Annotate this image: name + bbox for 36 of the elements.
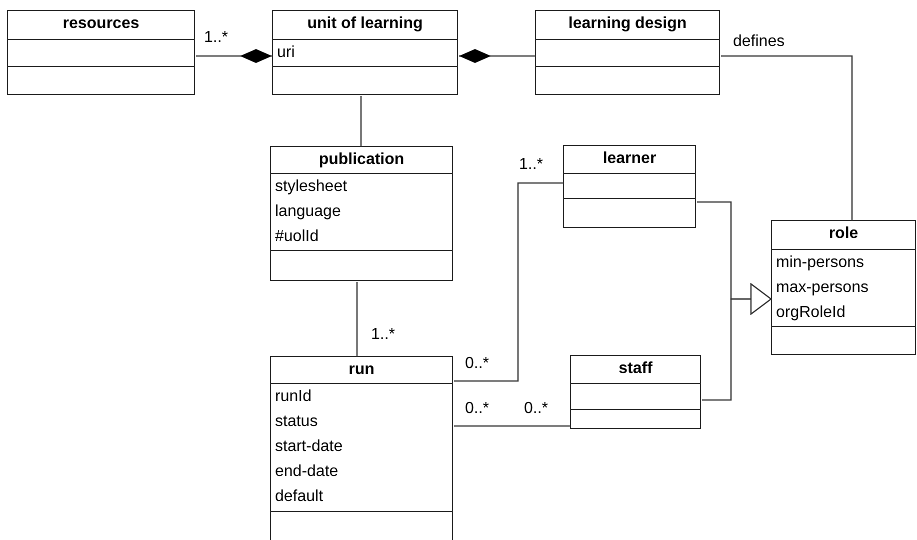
attribute-text: max-persons <box>776 278 868 298</box>
class-name: learning design <box>568 14 687 34</box>
composition-line <box>196 49 272 63</box>
class-box <box>270 356 453 540</box>
attribute-text: uri <box>277 43 295 63</box>
attribute-text: runId <box>275 387 312 407</box>
attribute-text: start-date <box>275 437 343 457</box>
generalization-arrow <box>702 283 772 401</box>
attribute-text: stylesheet <box>275 177 348 197</box>
attribute-text: #uolId <box>275 227 319 247</box>
class-box <box>270 146 453 281</box>
attribute-text: status <box>275 412 318 432</box>
class-name: learner <box>602 149 656 169</box>
association-line <box>356 282 358 356</box>
association-line <box>454 182 563 382</box>
class-name: resources <box>62 14 140 34</box>
attribute-text: default <box>275 487 324 507</box>
class-box <box>570 355 701 429</box>
association-line <box>721 55 853 220</box>
class-name: staff <box>618 359 652 379</box>
association-line <box>360 96 362 146</box>
class-name: run <box>348 360 374 380</box>
class-box <box>272 10 458 95</box>
class-name: publication <box>318 150 404 170</box>
class-box <box>563 145 696 228</box>
attribute-text: orgRoleId <box>776 303 846 323</box>
class-box <box>7 10 195 95</box>
attribute-text: language <box>275 202 341 222</box>
class-name: role <box>828 224 858 244</box>
attribute-text: end-date <box>275 462 338 482</box>
association-line <box>454 425 570 427</box>
composition-line <box>459 49 535 63</box>
class-box <box>771 220 916 355</box>
class-name: unit of learning <box>307 14 423 34</box>
attribute-text: min-persons <box>776 253 864 273</box>
class-box <box>535 10 720 95</box>
